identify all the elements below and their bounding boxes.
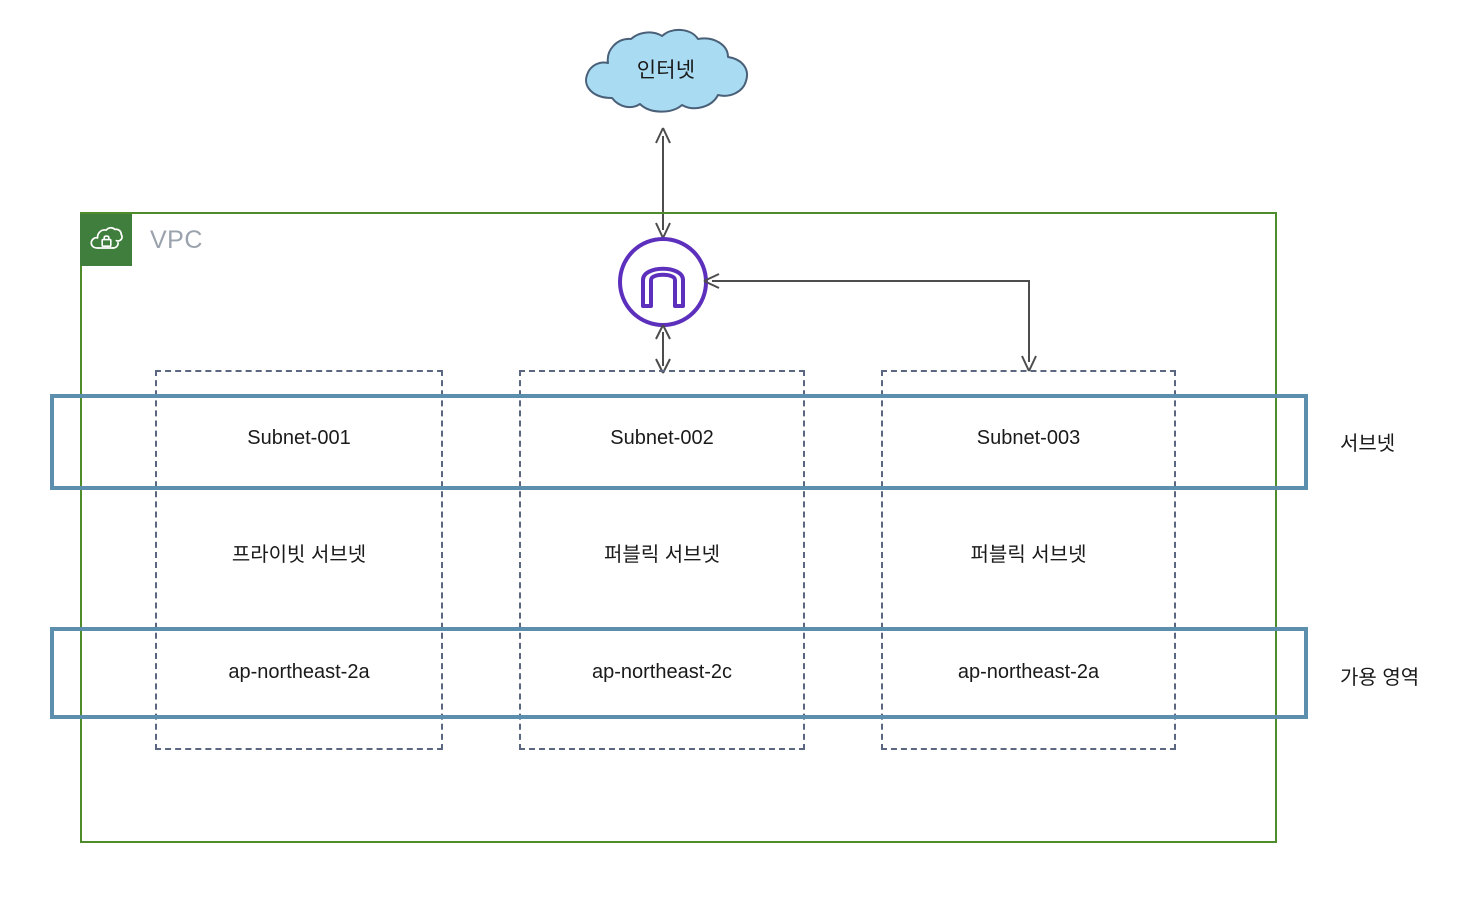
internet-gateway-node[interactable] (617, 236, 709, 328)
availability-zone-2: ap-northeast-2c (591, 661, 733, 683)
subnet-kind-3: 퍼블릭 서브넷 (970, 544, 1087, 566)
side-label-subnet: 서브넷 (1340, 433, 1396, 455)
vpc-cloud-lock-icon (80, 214, 132, 266)
subnet-name-1: Subnet-001 (247, 427, 351, 449)
subnet-name-3: Subnet-003 (976, 427, 1081, 449)
subnet-name-2: Subnet-002 (610, 427, 714, 449)
connector-gateway-to-subnet-002 (640, 322, 686, 376)
internet-cloud-node[interactable]: 인터넷 (578, 28, 754, 114)
subnet-row-band (50, 394, 1308, 490)
availability-zone-1: ap-northeast-2a (228, 661, 370, 683)
internet-gateway-icon (618, 237, 708, 327)
subnet-column-2[interactable] (519, 370, 805, 750)
vpc-title: VPC (150, 225, 203, 254)
connector-internet-to-gateway (640, 124, 686, 242)
subnet-column-3[interactable] (881, 370, 1176, 750)
connector-gateway-to-subnet-003 (700, 272, 1040, 376)
cloud-icon (585, 29, 748, 113)
subnet-column-1[interactable] (155, 370, 443, 750)
availability-zone-row-band (50, 627, 1308, 719)
internet-label: 인터넷 (636, 59, 696, 82)
availability-zone-3: ap-northeast-2a (957, 661, 1100, 683)
vpc-header: VPC (80, 214, 203, 266)
subnet-kind-2: 퍼블릭 서브넷 (604, 544, 720, 566)
vpc-container[interactable] (80, 212, 1277, 843)
subnet-kind-1: 프라이빗 서브넷 (231, 544, 367, 566)
side-label-availability-zone: 가용 영역 (1340, 667, 1420, 689)
